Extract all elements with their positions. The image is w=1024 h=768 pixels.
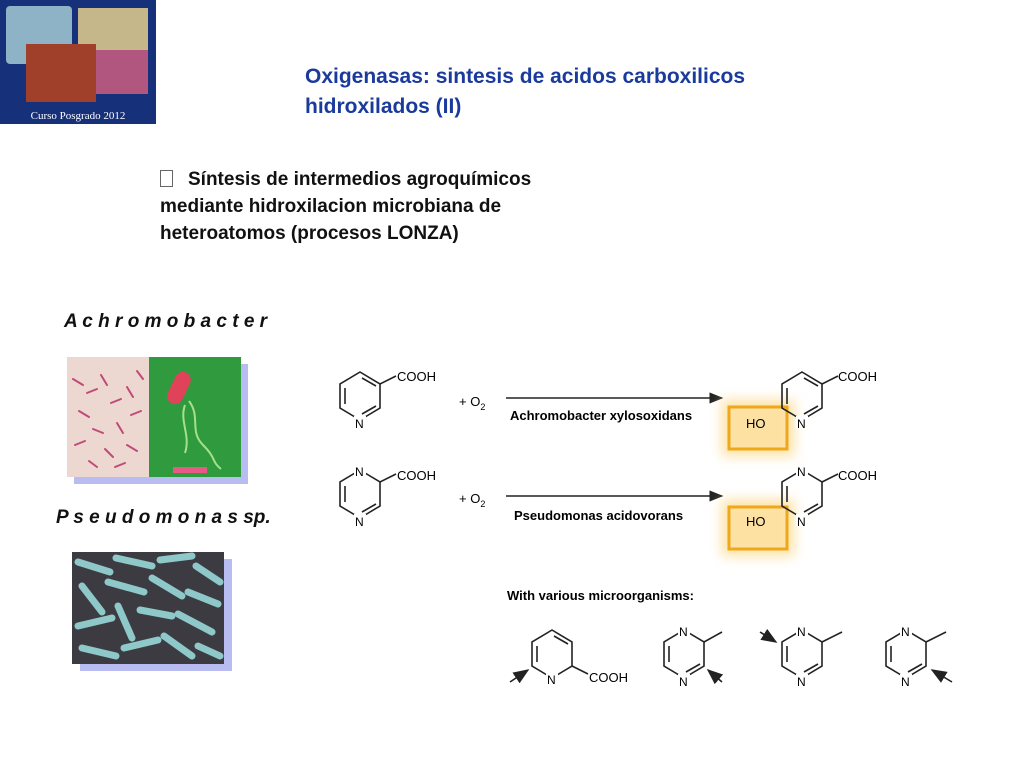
pyrazine3-n-atom-bottom: N (901, 675, 910, 689)
pyrazine2-n-atom-bottom: N (797, 675, 806, 689)
gram-stain-image (67, 357, 149, 477)
bullet-box-icon (160, 170, 173, 187)
gram-stain-rods (72, 370, 144, 468)
pyrazine2-n-atom-top: N (797, 625, 806, 639)
r1-reagent: + O2 (459, 394, 485, 412)
various-microorganisms-label: With various microorganisms: (507, 588, 694, 603)
r1-product-substituent: COOH (838, 369, 877, 384)
pseudomonas-rods (74, 552, 224, 660)
r2-n-atom-bottom: N (355, 515, 364, 529)
pyrazine1-n-atom-bottom: N (679, 675, 688, 689)
achromobacter-photo (67, 357, 241, 477)
r1-product-n-atom: N (797, 417, 806, 431)
title-line-2: hidroxilados (II) (305, 95, 462, 118)
methylpyrazine-structure-2: N N (759, 624, 843, 689)
logo-image-cells (26, 44, 96, 102)
r1-substituent: COOH (397, 369, 436, 384)
bullet-line-3: heteroatomos (procesos LONZA) (160, 223, 459, 244)
title-line-1: Oxigenasas: sintesis de acidos carboxili… (305, 65, 746, 88)
pyrazine1-n-atom-top: N (679, 625, 688, 639)
picolinic-acid-structure: N COOH (509, 629, 628, 687)
label-achromobacter: A c h r o m o b a c t e r (64, 311, 268, 332)
r2-n-atom-top: N (355, 465, 364, 479)
r2-reagent: + O2 (459, 491, 485, 509)
label-pseudomonas: P s e u d o m o n a s sp. (56, 507, 271, 528)
bullet-point: Síntesis de intermedios agroquímicos med… (160, 166, 630, 247)
hydroxynicotinic-acid-structure (781, 371, 839, 421)
picolinic-substituent: COOH (589, 670, 628, 685)
bullet-line-2: mediante hidroxilacion microbiana de (160, 196, 502, 217)
r1-highlight-glow (722, 400, 794, 456)
r2-product-n-atom-bottom: N (797, 515, 806, 529)
reaction-1: COOH N + O2 Achromobacter xylosoxidans C… (339, 369, 877, 456)
flagellated-bacterium (167, 371, 222, 473)
r1-n-atom: N (355, 417, 364, 431)
flagellated-bacterium-image (149, 357, 241, 477)
pyrazine3-n-atom-top: N (901, 625, 910, 639)
pseudomonas-photo (72, 552, 224, 664)
r1-product-hydroxyl: HO (746, 416, 766, 431)
r2-product-substituent: COOH (838, 468, 877, 483)
bullet-line-1: Síntesis de intermedios agroquímicos (188, 169, 532, 190)
nicotinic-acid-structure (339, 371, 397, 421)
r2-substituent: COOH (397, 468, 436, 483)
methylpyrazine-structure-3: N N (885, 624, 953, 689)
course-logo: Curso Posgrado 2012 (0, 0, 156, 124)
r2-highlight-box (727, 505, 789, 551)
picolinic-n-atom: N (547, 673, 556, 687)
hydroxypyrazine-acid-structure (781, 469, 839, 519)
methylpyrazine-structure-1: N N (663, 624, 724, 689)
pyrazinecarboxylic-acid-structure (339, 469, 397, 519)
r2-product-hydroxyl: HO (746, 514, 766, 529)
r2-catalyst: Pseudomonas acidovorans (514, 508, 683, 523)
slide-title: Oxigenasas: sintesis de acidos carboxili… (305, 62, 905, 122)
logo-image-flask (96, 50, 148, 94)
r2-product-n-atom-top: N (797, 465, 806, 479)
r1-catalyst: Achromobacter xylosoxidans (510, 408, 692, 423)
r2-highlight-glow (722, 500, 794, 556)
logo-caption: Curso Posgrado 2012 (30, 110, 126, 122)
r1-highlight-box (727, 405, 789, 451)
reaction-2: N COOH N + O2 Pseudomonas acidovorans N … (339, 464, 877, 556)
